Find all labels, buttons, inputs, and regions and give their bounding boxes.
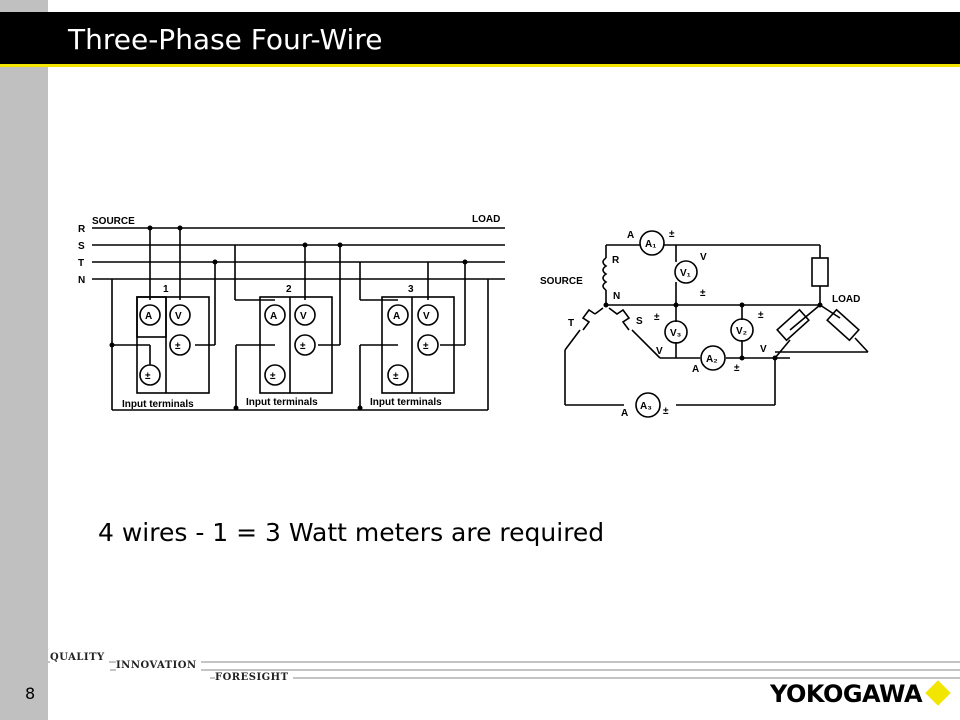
meter-3-pm-a: ± bbox=[393, 371, 399, 382]
right-source-label: SOURCE bbox=[540, 276, 583, 287]
brand-logo-text: YOKOGAWA bbox=[770, 680, 923, 708]
meter-2-pm-a: ± bbox=[270, 371, 276, 382]
slide-title: Three-Phase Four-Wire bbox=[68, 23, 383, 56]
meter-2-terminals: Input terminals bbox=[246, 397, 318, 408]
a2-a-label: A bbox=[692, 364, 699, 375]
meter-1-pm-v: ± bbox=[175, 341, 181, 352]
meter-2-number: 2 bbox=[286, 284, 292, 295]
meter-2-a: A bbox=[270, 311, 277, 322]
line-label-r: R bbox=[78, 224, 86, 235]
meter-2-v: V bbox=[300, 311, 307, 322]
v1-pm: ± bbox=[700, 288, 706, 299]
title-bar bbox=[0, 12, 960, 67]
meter-3-v: V bbox=[423, 311, 430, 322]
meter-1-terminals: Input terminals bbox=[122, 399, 194, 410]
v1-label: V₁ bbox=[680, 268, 691, 279]
right-t-label: T bbox=[568, 318, 574, 329]
footer-quality: QUALITY bbox=[50, 652, 109, 663]
meter-1-v: V bbox=[175, 311, 182, 322]
line-label-n: N bbox=[78, 275, 85, 286]
meter-3-number: 3 bbox=[408, 284, 414, 295]
page-number: 8 bbox=[25, 684, 36, 703]
a1-pm: ± bbox=[669, 229, 675, 240]
right-load-label: LOAD bbox=[832, 294, 860, 305]
line-label-t: T bbox=[78, 258, 84, 269]
right-n-label: N bbox=[613, 291, 620, 302]
a3-pm: ± bbox=[663, 406, 669, 417]
a1-label: A₁ bbox=[645, 239, 656, 250]
footer-innovation: INNOVATION bbox=[116, 660, 201, 671]
v3-pm: ± bbox=[654, 312, 660, 323]
a3-label: A₃ bbox=[640, 401, 652, 412]
footer-foresight: FORESIGHT bbox=[215, 672, 293, 683]
a3-a-label: A bbox=[621, 408, 628, 419]
meter-1-pm-a: ± bbox=[145, 371, 151, 382]
line-label-s: S bbox=[78, 241, 85, 252]
v2-label: V₂ bbox=[736, 326, 747, 337]
left-source-label: SOURCE bbox=[92, 216, 135, 227]
v3-v-label: V bbox=[656, 346, 663, 357]
meter-1-number: 1 bbox=[163, 284, 169, 295]
meter-3-pm-v: ± bbox=[423, 341, 429, 352]
meter-1-a: A bbox=[145, 311, 152, 322]
left-load-label: LOAD bbox=[472, 214, 500, 225]
a1-a-label: A bbox=[627, 230, 634, 241]
a2-pm: ± bbox=[734, 363, 740, 374]
right-s-label: S bbox=[636, 316, 643, 327]
v1-v-label: V bbox=[700, 252, 707, 263]
meter-3-terminals: Input terminals bbox=[370, 397, 442, 408]
left-sidebar-strip bbox=[0, 0, 48, 720]
v3-label: V₃ bbox=[670, 328, 682, 339]
v2-pm: ± bbox=[758, 310, 764, 321]
v2-v-label: V bbox=[760, 344, 767, 355]
meter-2-pm-v: ± bbox=[300, 341, 306, 352]
a2-label: A₂ bbox=[706, 354, 718, 365]
right-r-label: R bbox=[612, 255, 620, 266]
caption-text: 4 wires - 1 = 3 Watt meters are required bbox=[98, 518, 605, 547]
meter-3-a: A bbox=[393, 311, 400, 322]
